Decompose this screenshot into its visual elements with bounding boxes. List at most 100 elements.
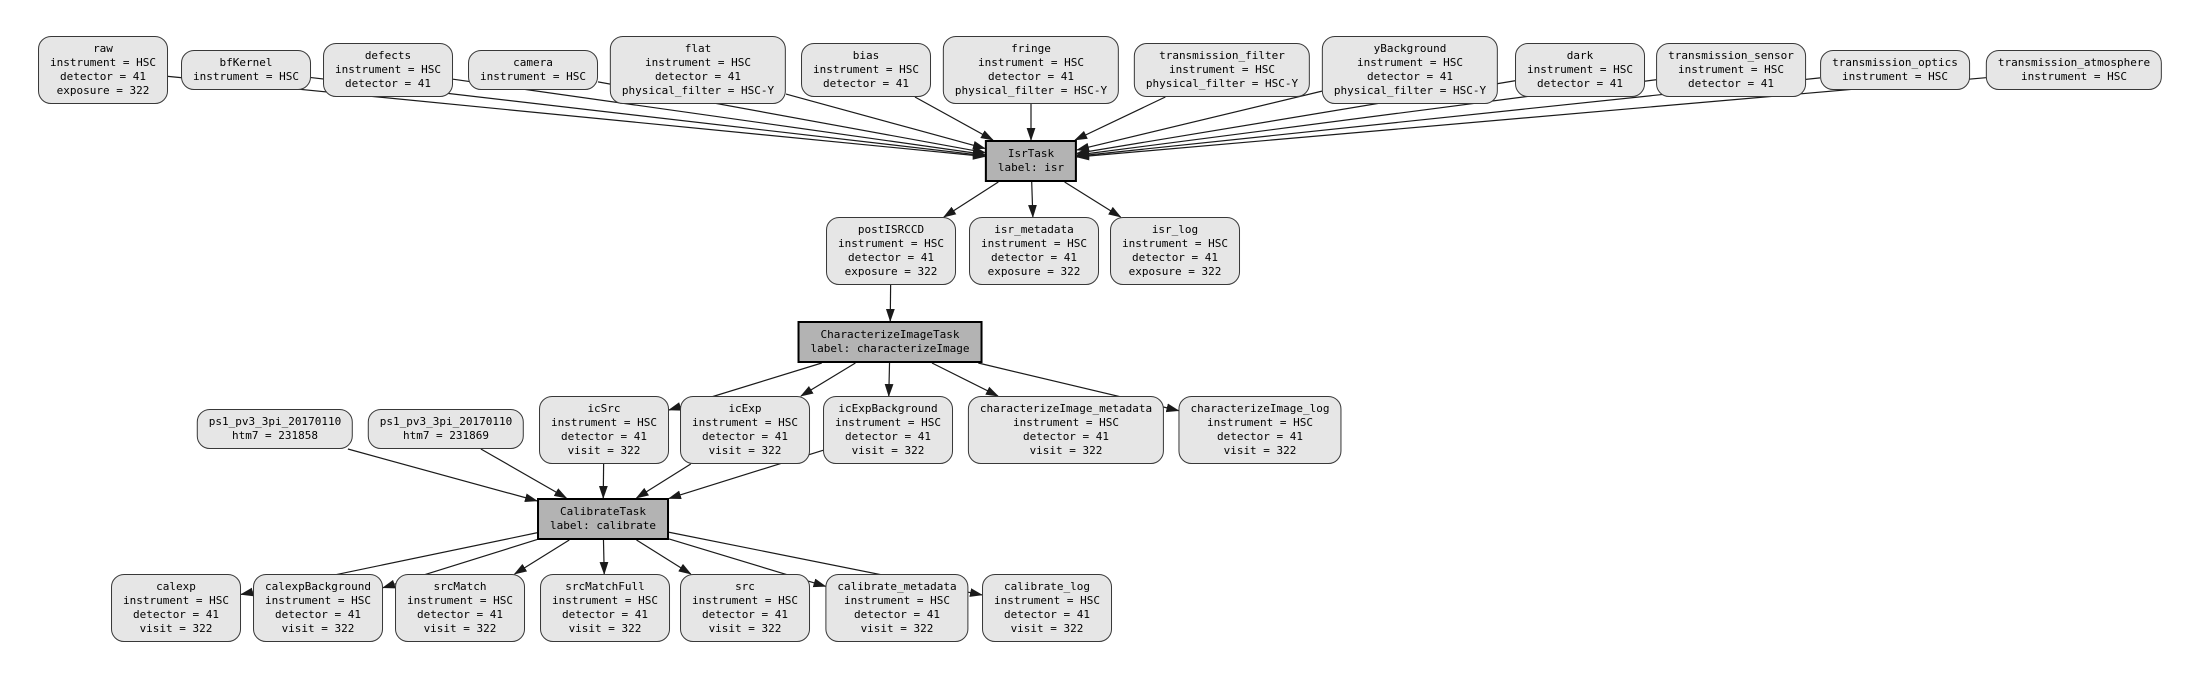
node-attribute: physical_filter = HSC-Y [1333, 84, 1487, 97]
node-attribute: instrument = HSC [994, 594, 1100, 607]
node-attribute: instrument = HSC [1357, 56, 1463, 69]
edge-flat-to-isr [785, 93, 986, 150]
node-attribute: instrument = HSC [692, 594, 798, 607]
node-attribute: detector = 41 [654, 70, 742, 83]
node-attribute: instrument = HSC [123, 594, 229, 607]
node-attribute: detector = 41 [1022, 430, 1110, 443]
node-title: ps1_pv3_3pi_20170110 [379, 415, 513, 428]
node-attribute: visit = 322 [860, 622, 934, 635]
node-attribute: instrument = HSC [2021, 70, 2127, 83]
edge-bias-to-isr [914, 96, 994, 141]
node-title: calibrate_log [1003, 580, 1091, 593]
edge-isr-to-isr_log [1064, 181, 1122, 218]
node-attribute: htm7 = 231869 [402, 429, 490, 442]
node-attribute: label: calibrate [550, 519, 656, 532]
edge-characterizeImage-to-icExp [800, 362, 856, 397]
node-attribute: detector = 41 [1216, 430, 1304, 443]
node-attribute: instrument = HSC [978, 56, 1084, 69]
node-attribute: instrument = HSC [981, 237, 1087, 250]
node-title: CalibrateTask [559, 505, 647, 518]
node-attribute: detector = 41 [701, 430, 789, 443]
edge-characterizeImage-to-icExpBackground [884, 362, 894, 397]
edge-calibrate-to-srcMatch [513, 539, 570, 575]
node-attribute: instrument = HSC [645, 56, 751, 69]
node-title: fringe [1011, 42, 1051, 55]
node-title: yBackground [1373, 42, 1447, 55]
node-attribute: visit = 322 [1223, 444, 1297, 457]
node-attribute: instrument = HSC [1207, 416, 1313, 429]
node-attribute: instrument = HSC [1842, 70, 1948, 83]
node-attribute: exposure = 322 [987, 265, 1081, 278]
node-title: srcMatch [433, 580, 487, 593]
node-attribute: detector = 41 [853, 608, 941, 621]
edge-transmission_atmosphere-to-isr [1076, 77, 1987, 161]
node-attribute: exposure = 322 [1128, 265, 1222, 278]
edge-characterizeImage-to-characterizeImage_metadata [931, 362, 999, 397]
node-attribute: detector = 41 [1366, 70, 1454, 83]
edge-transmission_filter-to-isr [1074, 96, 1166, 141]
edge-yBackground-to-isr [1076, 90, 1323, 152]
node-attribute: detector = 41 [1131, 251, 1219, 264]
node-title: srcMatchFull [565, 580, 645, 593]
node-attribute: detector = 41 [561, 608, 649, 621]
node-attribute: physical_filter = HSC-Y [1145, 77, 1299, 90]
node-attribute: detector = 41 [1536, 77, 1624, 90]
node-attribute: instrument = HSC [1527, 63, 1633, 76]
node-attribute: detector = 41 [822, 77, 910, 90]
node-attribute: visit = 322 [281, 622, 355, 635]
node-title: postISRCCD [857, 223, 925, 236]
node-attribute: label: isr [997, 161, 1065, 174]
node-attribute: visit = 322 [1010, 622, 1084, 635]
node-attribute: physical_filter = HSC-Y [954, 84, 1108, 97]
node-attribute: instrument = HSC [265, 594, 371, 607]
node-attribute: instrument = HSC [1169, 63, 1275, 76]
node-attribute: instrument = HSC [551, 416, 657, 429]
node-title: src [735, 580, 755, 593]
node-attribute: instrument = HSC [1122, 237, 1228, 250]
node-title: bfKernel [219, 56, 273, 69]
node-title: defects [364, 49, 412, 62]
node-attribute: visit = 322 [1029, 444, 1103, 457]
node-title: calexpBackground [265, 580, 371, 593]
node-attribute: detector = 41 [1687, 77, 1775, 90]
node-attribute: detector = 41 [1003, 608, 1091, 621]
edge-raw-to-isr [167, 75, 986, 160]
node-attribute: exposure = 322 [844, 265, 938, 278]
edge-calibrate-to-src [636, 539, 692, 575]
node-attribute: visit = 322 [708, 444, 782, 457]
node-title: raw [93, 42, 113, 55]
node-title: isr_metadata [994, 223, 1074, 236]
node-attribute: visit = 322 [568, 622, 642, 635]
node-attribute: physical_filter = HSC-Y [621, 84, 775, 97]
node-attribute: instrument = HSC [835, 416, 941, 429]
node-attribute: detector = 41 [416, 608, 504, 621]
node-title: transmission_filter [1159, 49, 1285, 62]
node-attribute: instrument = HSC [552, 594, 658, 607]
edge-defects-to-isr [452, 78, 986, 158]
edge-icExp-to-calibrate [635, 463, 692, 499]
